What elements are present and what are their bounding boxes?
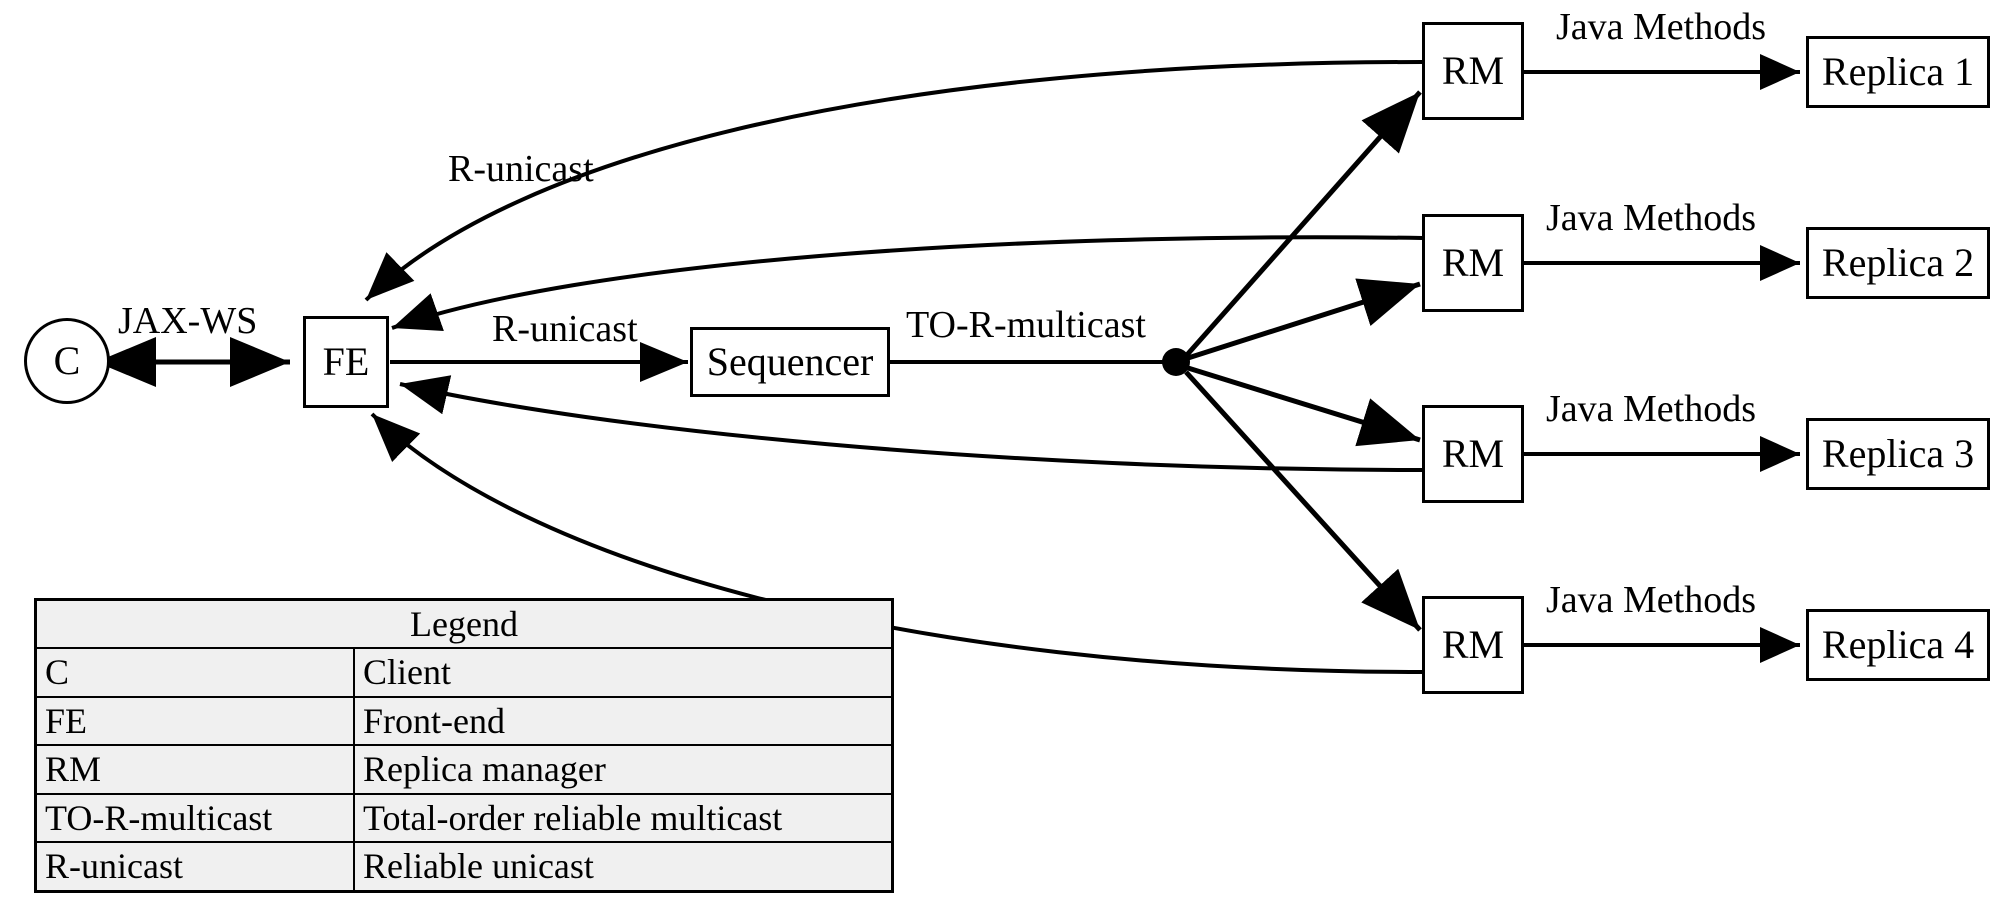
legend-abbrev: FE xyxy=(34,695,355,747)
node-replica-2-label: Replica 2 xyxy=(1821,240,1975,285)
edge-rm3-frontend xyxy=(399,375,1423,472)
node-rm-2-label: RM xyxy=(1441,240,1505,285)
legend-meaning: Reliable unicast xyxy=(353,841,894,893)
node-rm-3[interactable]: RM xyxy=(1422,405,1524,503)
edge-multicast-rm2 xyxy=(1187,278,1421,361)
legend-abbrev: C xyxy=(34,647,355,698)
edge-rm2-frontend xyxy=(391,235,1423,331)
node-replica-1-label: Replica 1 xyxy=(1821,49,1975,94)
node-replica-1[interactable]: Replica 1 xyxy=(1806,36,1990,108)
node-frontend[interactable]: FE xyxy=(303,316,389,408)
edge-multicast-rm3 xyxy=(1187,365,1421,447)
edge-label-to-r-multicast: TO-R-multicast xyxy=(906,304,1146,346)
node-sequencer-label: Sequencer xyxy=(706,339,874,384)
legend-meaning: Replica manager xyxy=(353,744,894,795)
legend-abbrev: R-unicast xyxy=(34,841,355,893)
node-replica-2[interactable]: Replica 2 xyxy=(1806,227,1990,299)
legend-meaning: Front-end xyxy=(353,695,894,747)
node-client-label: C xyxy=(53,338,81,383)
node-rm-4-label: RM xyxy=(1441,622,1505,667)
edge-multicast-rm1 xyxy=(1184,90,1422,358)
edge-label-jaxws: JAX-WS xyxy=(118,300,258,342)
legend-row: C Client xyxy=(34,647,894,698)
legend-header-row: Legend xyxy=(34,598,894,650)
node-replica-4-label: Replica 4 xyxy=(1821,622,1975,667)
multicast-fanout-dot xyxy=(1162,348,1190,376)
edge-label-r-unicast-upper: R-unicast xyxy=(448,148,594,190)
edge-label-r-unicast-fe-seq: R-unicast xyxy=(492,308,638,350)
edge-rm1-frontend xyxy=(364,60,1423,302)
node-frontend-label: FE xyxy=(322,339,370,384)
edge-multicast-rm4 xyxy=(1184,370,1422,632)
node-rm-1[interactable]: RM xyxy=(1422,22,1524,120)
edge-rm4-frontend xyxy=(370,412,1423,674)
legend-table: Legend C Client FE Front-end RM Replica … xyxy=(34,598,894,893)
node-rm-2[interactable]: RM xyxy=(1422,214,1524,312)
node-replica-3[interactable]: Replica 3 xyxy=(1806,418,1990,490)
edge-label-java-methods-3: Java Methods xyxy=(1546,388,1757,430)
node-replica-4[interactable]: Replica 4 xyxy=(1806,609,1990,681)
edge-label-java-methods-2: Java Methods xyxy=(1546,197,1757,239)
legend-row: FE Front-end xyxy=(34,695,894,747)
legend-row: RM Replica manager xyxy=(34,744,894,795)
legend-title: Legend xyxy=(34,598,894,650)
node-rm-4[interactable]: RM xyxy=(1422,596,1524,694)
node-replica-3-label: Replica 3 xyxy=(1821,431,1975,476)
edge-label-java-methods-1: Java Methods xyxy=(1556,6,1767,48)
legend-meaning: Total-order reliable multicast xyxy=(353,792,894,844)
node-rm-1-label: RM xyxy=(1441,48,1505,93)
legend-row: R-unicast Reliable unicast xyxy=(34,841,894,893)
legend-abbrev: RM xyxy=(34,744,355,795)
legend-abbrev: TO-R-multicast xyxy=(34,792,355,844)
node-client[interactable]: C xyxy=(24,318,110,404)
node-rm-3-label: RM xyxy=(1441,431,1505,476)
legend-meaning: Client xyxy=(353,647,894,698)
node-sequencer[interactable]: Sequencer xyxy=(690,327,890,397)
edge-label-java-methods-4: Java Methods xyxy=(1546,579,1757,621)
legend-row: TO-R-multicast Total-order reliable mult… xyxy=(34,792,894,844)
